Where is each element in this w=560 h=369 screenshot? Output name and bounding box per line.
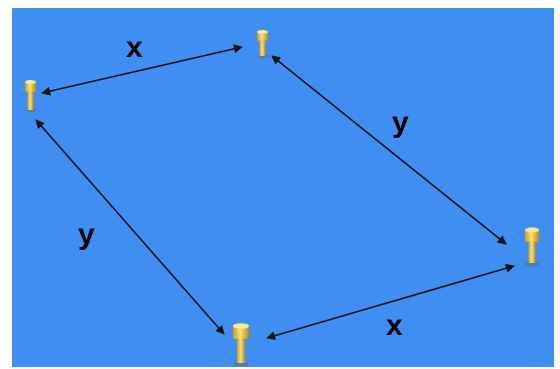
label-left-y: y [78,218,95,251]
arrow-right-y [271,55,507,245]
arrow-top-x [41,44,243,96]
blue-background [12,8,554,367]
peg-icon-bottom [233,323,249,367]
peg-icon-right [525,227,539,267]
label-right-y: y [392,106,409,139]
label-bottom-x: x [386,309,403,342]
peg-icon-left [25,80,37,113]
arrow-bottom-x [266,263,515,341]
label-top-x: x [126,31,143,64]
arrow-left-y [35,119,225,335]
peg-icon-top [257,30,269,59]
diagram-canvas: x y y x [12,8,554,367]
